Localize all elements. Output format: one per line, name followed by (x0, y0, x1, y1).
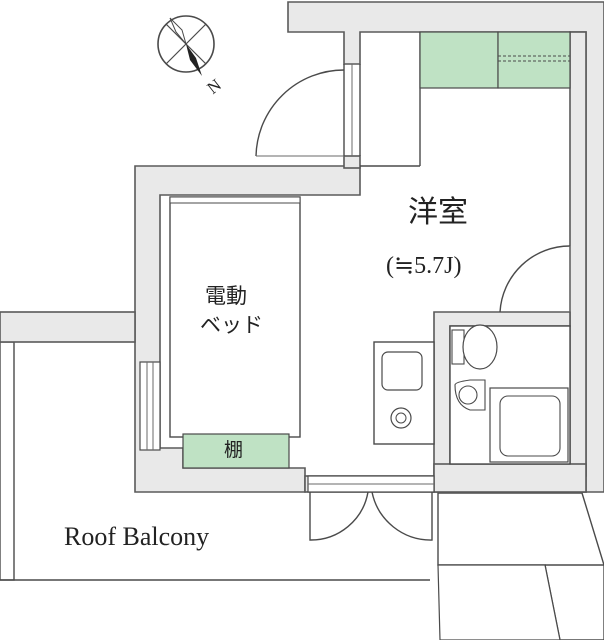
shelf-label: 棚 (224, 439, 244, 461)
balcony-doors (307, 475, 435, 541)
entry-door (255, 32, 421, 167)
bed-label-line2: ベッド (200, 313, 263, 337)
closet (419, 31, 571, 89)
bathroom-unit (449, 324, 571, 465)
kitchenette (373, 341, 435, 445)
shelf (182, 433, 290, 469)
room-name-western: 洋室 (408, 195, 468, 230)
electric-bed (169, 196, 301, 438)
room-area-western: (≒5.7J) (386, 253, 462, 279)
balcony-label: Roof Balcony (64, 522, 210, 551)
bathroom-door (499, 245, 571, 313)
bed-label-line1: 電動 (205, 284, 247, 308)
compass (157, 15, 215, 76)
bottom-balcony-edge (437, 492, 604, 640)
left-window (139, 361, 161, 451)
